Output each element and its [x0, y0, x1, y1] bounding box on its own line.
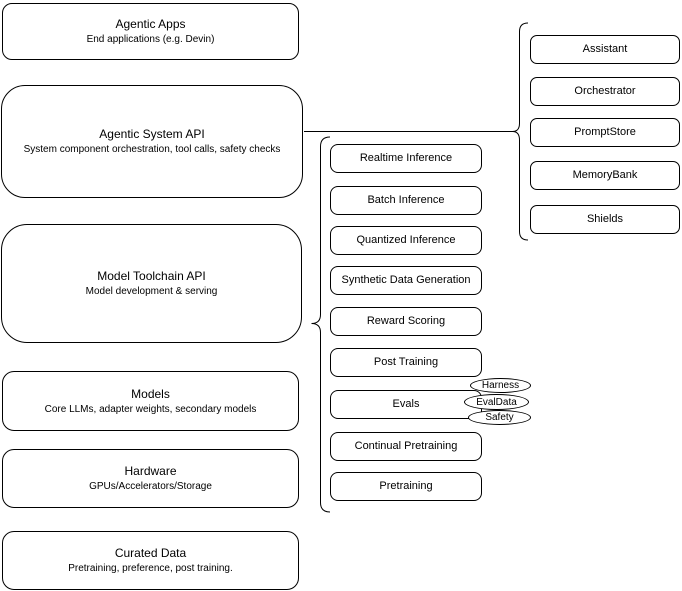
layer-agentic-apps: Agentic Apps End applications (e.g. Devi… — [2, 3, 299, 60]
node-label: Evals — [392, 398, 420, 410]
toolchain-item-realtime-inference: Realtime Inference — [330, 144, 482, 173]
node-title: Curated Data — [114, 546, 187, 560]
badge-label: Safety — [485, 412, 514, 423]
badge-label: EvalData — [476, 396, 517, 408]
node-label: Assistant — [582, 43, 628, 55]
node-label: PromptStore — [574, 126, 636, 138]
component-memorybank: MemoryBank — [530, 161, 680, 190]
node-label: Realtime Inference — [359, 152, 453, 164]
node-label: Pretraining — [379, 480, 433, 492]
component-shields: Shields — [530, 205, 680, 234]
node-label: Batch Inference — [367, 194, 445, 206]
node-label: Post Training — [373, 356, 439, 368]
layer-models: Models Core LLMs, adapter weights, secon… — [2, 371, 299, 431]
badge-label: Harness — [481, 380, 520, 391]
toolchain-brace — [311, 136, 331, 513]
node-label: Continual Pretraining — [354, 440, 458, 452]
layer-curated-data: Curated Data Pretraining, preference, po… — [2, 531, 299, 590]
toolchain-item-post-training: Post Training — [330, 348, 482, 377]
node-label: Quantized Inference — [356, 234, 456, 246]
node-subtitle: GPUs/Accelerators/Storage — [89, 481, 212, 492]
node-title: Model Toolchain API — [97, 269, 206, 283]
node-label: Synthetic Data Generation — [341, 274, 471, 286]
toolchain-item-quantized-inference: Quantized Inference — [330, 226, 482, 255]
component-assistant: Assistant — [530, 35, 680, 64]
node-label: Orchestrator — [574, 85, 636, 97]
layer-model-toolchain-api: Model Toolchain API Model development & … — [1, 224, 302, 343]
node-title: Agentic System API — [99, 127, 205, 141]
toolchain-item-reward-scoring: Reward Scoring — [330, 307, 482, 336]
toolchain-item-evals: Evals — [330, 390, 482, 419]
node-title: Hardware — [124, 464, 177, 478]
component-promptstore: PromptStore — [530, 118, 680, 147]
node-title: Models — [131, 386, 170, 401]
node-subtitle: Model development & serving — [85, 286, 218, 297]
node-label: Shields — [586, 213, 624, 225]
node-subtitle: Core LLMs, adapter weights, secondary mo… — [44, 403, 257, 415]
toolchain-item-synthetic-data-generation: Synthetic Data Generation — [330, 266, 482, 295]
evals-badge-harness: Harness — [470, 378, 531, 393]
toolchain-item-batch-inference: Batch Inference — [330, 186, 482, 215]
node-subtitle: Pretraining, preference, post training. — [68, 563, 233, 574]
node-label: Reward Scoring — [366, 315, 446, 327]
evals-badge-safety: Safety — [468, 410, 531, 425]
node-label: MemoryBank — [572, 169, 638, 181]
node-subtitle: End applications (e.g. Devin) — [86, 34, 215, 45]
node-title: Agentic Apps — [115, 17, 186, 31]
evals-badge-evaldata: EvalData — [464, 394, 529, 410]
node-subtitle: System component orchestration, tool cal… — [23, 144, 281, 155]
toolchain-item-continual-pretraining: Continual Pretraining — [330, 432, 482, 461]
toolchain-item-pretraining: Pretraining — [330, 472, 482, 501]
layer-agentic-system-api: Agentic System API System component orch… — [1, 85, 303, 198]
component-orchestrator: Orchestrator — [530, 77, 680, 106]
components-brace — [512, 22, 529, 241]
layer-hardware: Hardware GPUs/Accelerators/Storage — [2, 449, 299, 508]
